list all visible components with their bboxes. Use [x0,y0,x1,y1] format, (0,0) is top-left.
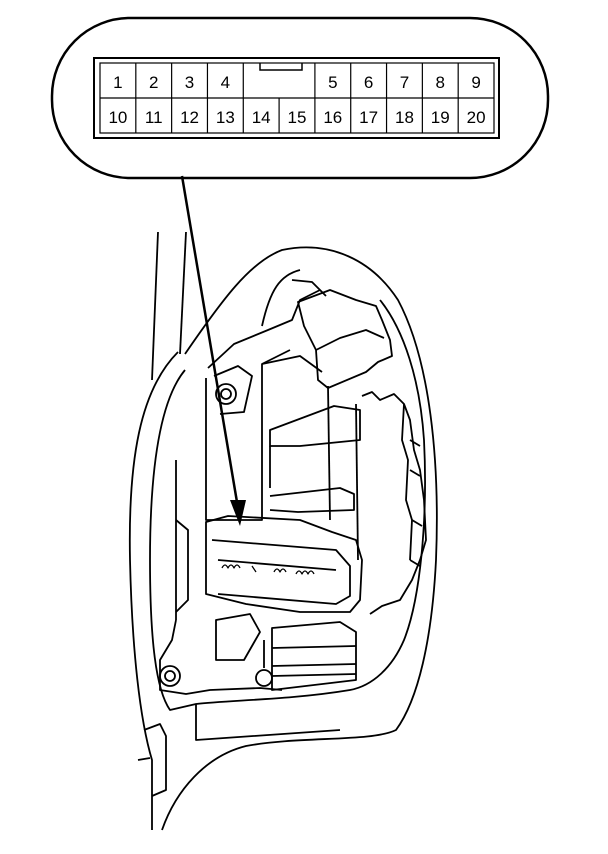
pin-label: 1 [113,73,122,92]
arrow-head-icon [230,500,246,526]
pin-label: 5 [328,73,337,92]
pin-label: 8 [436,73,445,92]
leader-arrow [180,175,246,526]
housing-drawing [128,231,438,831]
pin-label: 18 [395,108,414,127]
pin-label: 15 [288,108,307,127]
pin-label: 11 [145,108,163,127]
pin-label: 14 [252,108,271,127]
pin-label: 19 [431,108,450,127]
pin-label: 17 [359,108,378,127]
pin-label: 12 [180,108,199,127]
pin-label: 4 [221,73,230,92]
pin-label: 6 [364,73,373,92]
pin-label: 9 [471,73,480,92]
pin-label: 10 [108,108,127,127]
connector-lock-tab [259,63,303,71]
pin-label: 7 [400,73,409,92]
pin-label: 13 [216,108,235,127]
pin-label: 20 [467,108,486,127]
pin-label: 2 [149,73,158,92]
pin-label: 3 [185,73,194,92]
pin-label: 16 [323,108,342,127]
